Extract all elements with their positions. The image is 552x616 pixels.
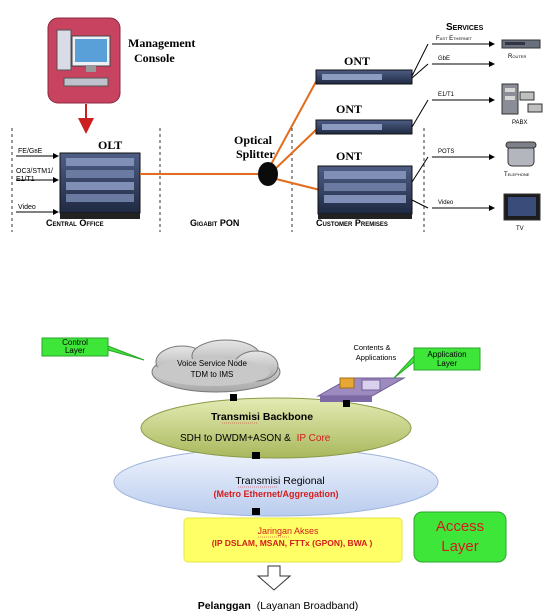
ont-device-icon <box>315 119 413 135</box>
console-label: Management <box>128 36 195 50</box>
application-layer-label: Application <box>427 350 466 359</box>
ont-rack-icon <box>317 165 413 219</box>
tv-icon <box>503 193 541 221</box>
services-title: Services <box>446 22 484 33</box>
regional-title: Transmisi Regional <box>235 475 324 487</box>
backbone-title: Transmisi Backbone <box>211 411 313 423</box>
console-label: Console <box>134 51 175 65</box>
fiber-splitter-ont3 <box>271 177 321 191</box>
splitter-label: Splitter <box>236 147 275 161</box>
backbone-layer <box>140 397 412 459</box>
backbone-subtitle: SDH to DWDM+ASON & IP Core <box>180 433 331 444</box>
fiber-splitter-ont1 <box>267 77 319 171</box>
connector <box>252 508 260 515</box>
section-label: Central Office <box>46 218 104 228</box>
access-layer-label: Access <box>436 518 484 535</box>
ont-device-icon <box>315 69 413 85</box>
access-subtitle: (IP DSLAM, MSAN, FTTx (GPON), BWA ) <box>212 538 373 548</box>
link-label: E1/T1 <box>16 176 35 183</box>
service-label: Video <box>438 200 454 206</box>
ont-link <box>411 43 429 77</box>
control-layer-label: Control <box>62 338 88 347</box>
service-label: GbE <box>438 56 450 62</box>
voice-service-cloud <box>151 339 281 393</box>
service-label: E1/T1 <box>438 92 455 98</box>
ont-label: ONT <box>336 149 362 163</box>
down-arrow-icon <box>256 565 292 591</box>
pabx-icon <box>501 83 543 115</box>
voice-node-label: TDM to IMS <box>191 370 234 379</box>
access-layer-callout <box>413 511 507 563</box>
device-label: Router <box>508 54 526 60</box>
access-layer-label: Layer <box>441 538 479 555</box>
fiber-splitter-ont2 <box>271 127 319 173</box>
device-label: PABX <box>512 120 528 126</box>
connector <box>343 400 350 407</box>
connector <box>252 452 260 459</box>
application-layer-label: Layer <box>437 359 457 368</box>
device-label: TV <box>516 226 524 232</box>
olt-rack-icon <box>59 152 141 219</box>
service-label: Fast Ethernet <box>436 36 473 42</box>
device-label: Telephone <box>504 172 530 178</box>
ont-link <box>411 199 429 209</box>
ont-link <box>411 63 429 79</box>
monitor-icon <box>56 29 111 87</box>
router-icon <box>501 39 541 49</box>
contents-label: Contents & <box>353 343 390 352</box>
pon-diagram: Management Console OLT FE/GbE OC3/STM1/ … <box>11 17 543 232</box>
ont-label: ONT <box>344 54 370 68</box>
layer-diagram: Voice Service Node TDM to IMS Control La… <box>41 337 507 612</box>
link-label: OC3/STM1/ <box>16 168 53 175</box>
contents-label: Applications <box>356 353 397 362</box>
ont-link <box>411 156 429 183</box>
optical-splitter <box>258 162 278 186</box>
regional-subtitle: (Metro Ethernet/Aggregation) <box>214 489 339 499</box>
ont-label: ONT <box>336 102 362 116</box>
telephone-icon <box>505 141 537 167</box>
control-layer-callout <box>41 337 145 361</box>
access-network-box <box>183 517 403 563</box>
access-title: Jaringan Akses <box>257 526 319 536</box>
splitter-label: Optical <box>234 133 273 147</box>
olt-label: OLT <box>98 138 122 152</box>
link-label: Video <box>18 204 36 211</box>
connector <box>230 394 237 401</box>
link-label: FE/GbE <box>18 148 43 155</box>
control-layer-label: Layer <box>65 346 85 355</box>
section-label: Gigabit PON <box>190 218 239 228</box>
service-label: POTS <box>438 149 454 155</box>
section-label: Customer Premises <box>316 218 388 228</box>
application-server-icon <box>316 377 406 402</box>
customer-label: Pelanggan (Layanan Broadband) <box>198 600 359 612</box>
ont-link <box>411 99 429 128</box>
voice-node-label: Voice Service Node <box>177 359 247 368</box>
application-layer-callout <box>393 347 481 379</box>
